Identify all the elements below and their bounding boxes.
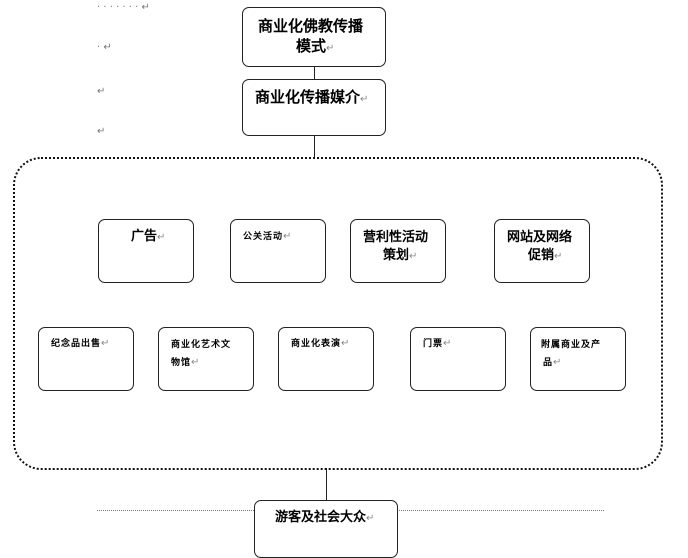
ad-box: 广告↵: [98, 219, 194, 283]
web-label-line2: 促销: [528, 248, 555, 263]
souvenir-box: 纪念品出售↵: [38, 327, 134, 391]
affiliated-box: 附属商业及产 品↵: [530, 327, 626, 391]
web-label-line1: 网站及网络: [507, 230, 573, 245]
souvenir-label-wrap: 纪念品出售↵: [51, 336, 110, 352]
para-mark: ↵: [409, 251, 418, 262]
mode-label-line1: 商业化佛教传播: [258, 17, 364, 35]
art-label-line1: 商业化艺术文: [171, 340, 232, 350]
connector-media-container: [314, 135, 315, 158]
show-label-wrap: 商业化表演↵: [291, 336, 350, 352]
para-mark: ↵: [360, 94, 369, 105]
media-label: 商业化传播媒介: [255, 88, 361, 106]
profit-box: 营利性活动 策划↵: [350, 219, 446, 283]
ad-label: 广告: [131, 229, 158, 244]
para-mark: ↵: [341, 338, 351, 349]
art-label-line2: 物馆: [171, 358, 192, 368]
para-mark: ↵: [553, 357, 563, 368]
margin-mark-1: · · · · · · · ↵: [97, 2, 150, 13]
para-mark: ↵: [283, 231, 293, 242]
mode-label-line2: 模式: [296, 37, 327, 55]
ticket-box: 门票↵: [410, 327, 506, 391]
pr-box: 公关活动↵: [230, 219, 326, 283]
margin-mark-2: · ↵: [97, 42, 112, 53]
para-mark: ↵: [443, 338, 453, 349]
para-mark: ↵: [326, 43, 335, 54]
audience-label-wrap: 游客及社会大众↵: [275, 509, 374, 528]
para-mark: ↵: [157, 232, 166, 243]
para-mark: ↵: [101, 338, 111, 349]
connector-container-audience: [326, 468, 327, 500]
pr-label-wrap: 公关活动↵: [243, 229, 292, 245]
ticket-label-wrap: 门票↵: [423, 336, 452, 352]
mode-box: 商业化佛教传播 模式↵: [242, 7, 386, 67]
media-label-wrap: 商业化传播媒介↵: [255, 88, 368, 109]
para-mark: ↵: [554, 251, 563, 262]
web-label-line2-wrap: 促销↵: [528, 247, 562, 266]
audience-label: 游客及社会大众: [275, 510, 367, 525]
media-container: [13, 157, 663, 470]
art-label-line2-wrap: 物馆↵: [171, 355, 200, 371]
web-box: 网站及网络 促销↵: [494, 219, 590, 283]
ticket-label: 门票: [423, 339, 444, 349]
para-mark: ↵: [366, 513, 375, 524]
affil-label-line1: 附属商业及产: [541, 340, 602, 350]
show-label: 商业化表演: [291, 339, 342, 349]
profit-label-line2-wrap: 策划↵: [383, 247, 417, 266]
souvenir-label: 纪念品出售: [51, 339, 102, 349]
profit-label-line2: 策划: [383, 248, 410, 263]
pr-label: 公关活动: [243, 232, 284, 242]
profit-label-line1: 营利性活动: [363, 230, 429, 245]
margin-mark-3: ↵: [97, 86, 106, 97]
affil-label-line2-wrap: 品↵: [543, 355, 562, 371]
audience-box: 游客及社会大众↵: [254, 500, 398, 558]
connector-mode-media: [314, 66, 315, 80]
ad-label-wrap: 广告↵: [131, 228, 165, 247]
art-museum-box: 商业化艺术文 物馆↵: [158, 327, 254, 391]
media-box: 商业化传播媒介↵: [242, 79, 386, 136]
affil-label-line2: 品: [543, 358, 554, 368]
margin-mark-4: ↵: [97, 126, 106, 137]
mode-label-line2-wrap: 模式↵: [296, 37, 334, 58]
para-mark: ↵: [191, 357, 201, 368]
show-box: 商业化表演↵: [278, 327, 374, 391]
